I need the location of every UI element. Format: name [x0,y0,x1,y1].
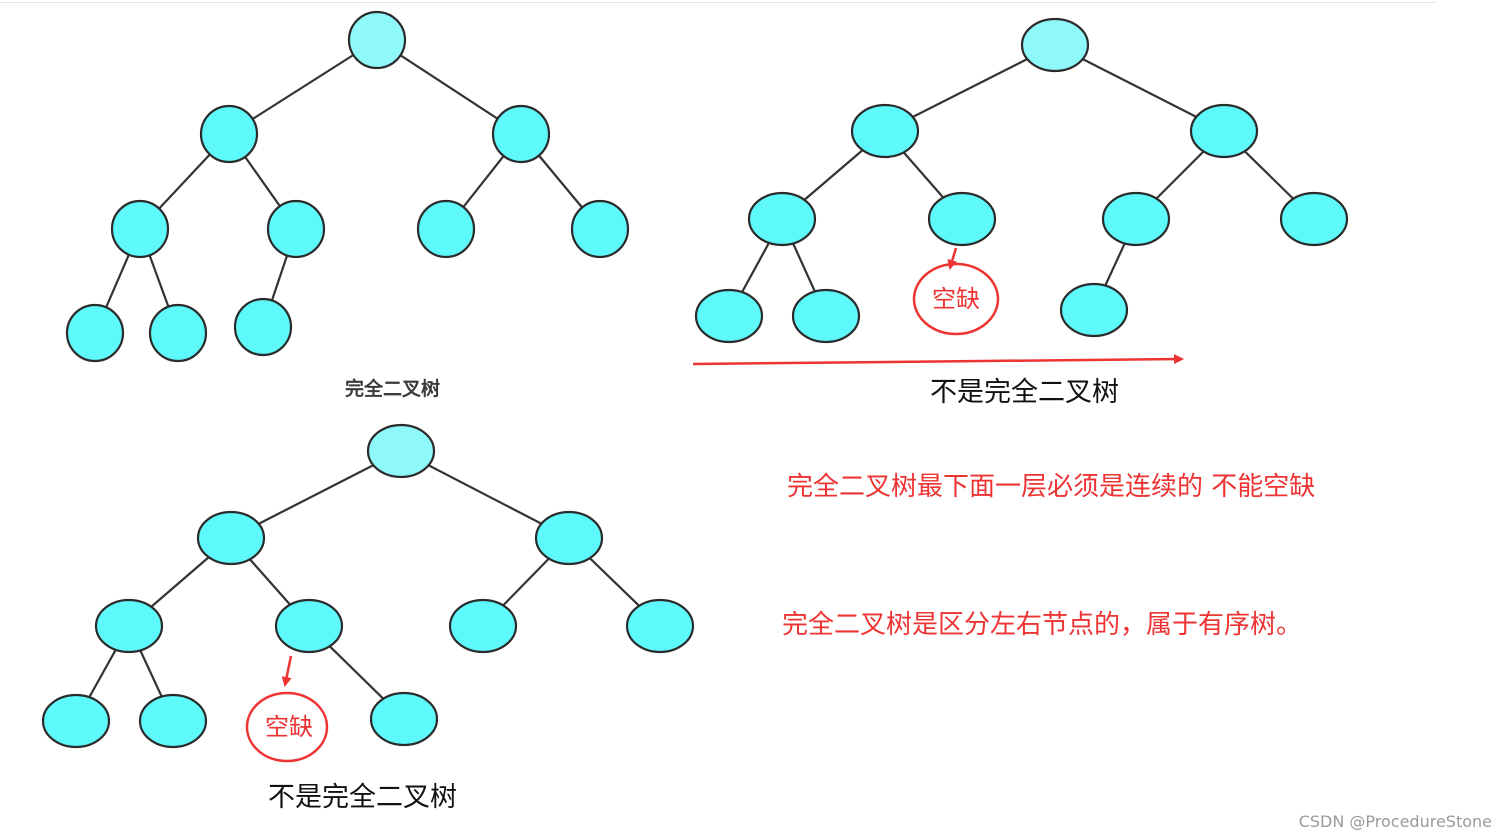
tree-node [791,288,861,344]
not-complete-caption-bottom: 不是完全二叉树 [268,782,457,813]
tree-node [850,103,920,159]
tree-root-node [1020,17,1090,73]
tree-node [369,691,439,747]
rule-note-ordered: 完全二叉树是区分左右节点的，属于有序树。 [782,610,1303,640]
rule-note-last-level: 完全二叉树最下面一层必须是连续的 不能空缺 [787,472,1316,502]
tree-node [138,693,208,749]
tree-node [148,303,208,363]
not-complete-binary-tree-bottom [41,423,695,749]
tree-node [534,510,604,566]
top-divider [0,2,1436,3]
complete-binary-tree [65,10,630,363]
tree-node [233,297,293,357]
tree-node [448,598,518,654]
tree-node [41,693,111,749]
tree-node [694,288,764,344]
missing-circle-bottom [245,691,329,763]
tree-node [1189,103,1259,159]
tree-node [416,199,476,259]
tree-node [1279,191,1349,247]
tree-node [491,104,551,164]
tree-node [94,598,164,654]
missing-label-top: 空缺 [932,285,980,313]
watermark: CSDN @ProcedureStone [1298,812,1492,831]
tree-node [625,598,695,654]
tree-node [199,104,259,164]
tree-node [65,303,125,363]
missing-circle-top [912,262,1000,336]
tree-root-node [366,423,436,479]
tree-edge [227,38,379,136]
missing-label-bottom: 空缺 [265,713,313,741]
not-complete-caption-top: 不是完全二叉树 [930,377,1119,408]
not-complete-binary-tree-top [694,17,1349,344]
tree-node [196,510,266,566]
tree-node [1059,282,1129,338]
tree-node [747,191,817,247]
red-arrow-long [692,354,1184,366]
tree-node [266,199,326,259]
tree-root-node [347,10,407,70]
red-arrow-missing-bottom [281,655,293,687]
tree-node [274,598,344,654]
complete-tree-caption: 完全二叉树 [345,378,441,400]
tree-node [570,199,630,259]
tree-node [927,191,997,247]
tree-node [1101,191,1171,247]
tree-node [110,199,170,259]
